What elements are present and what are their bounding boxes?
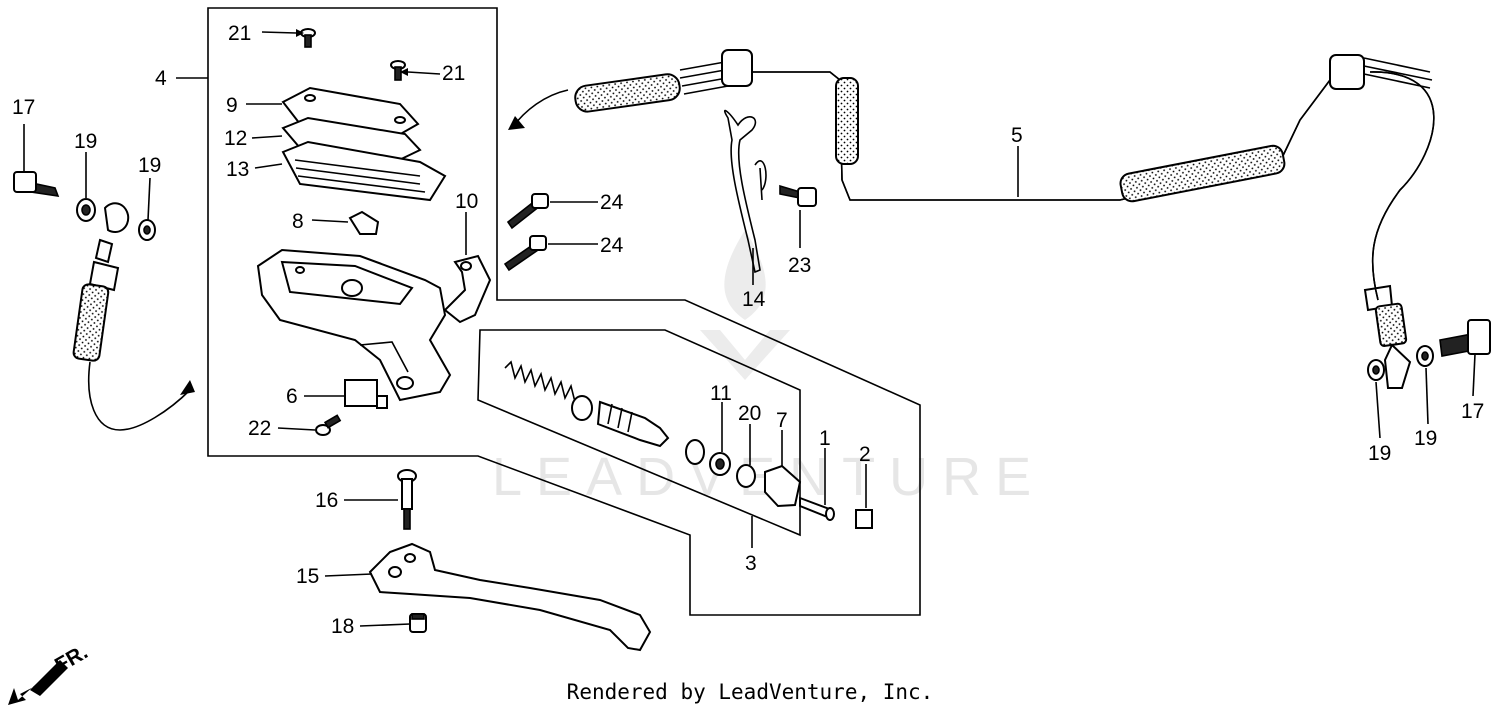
bolt-24-lower: [503, 235, 547, 272]
screw-21-right: [390, 60, 406, 81]
left-hose-end: [13, 171, 195, 431]
washer-bush: [685, 439, 705, 465]
callout-1: 1: [819, 427, 831, 450]
callout-21b: 21: [442, 62, 465, 85]
piston: [596, 400, 670, 448]
callout-21a: 21: [228, 22, 251, 45]
front-direction-arrow-icon: [8, 660, 68, 705]
callout-22: 22: [248, 417, 271, 440]
callout-2: 2: [859, 443, 871, 466]
assembly-4-outline: [207, 7, 921, 616]
callout-15: 15: [296, 565, 319, 588]
callout-3: 3: [745, 552, 757, 575]
callout-12: 12: [224, 127, 247, 150]
cup: [571, 395, 593, 421]
callout-17b: 17: [1461, 400, 1484, 423]
master-cylinder-body: [256, 248, 452, 402]
callout-6: 6: [286, 385, 298, 408]
callout-19d: 19: [1368, 442, 1391, 465]
spring: [504, 360, 576, 403]
callout-9: 9: [226, 94, 238, 117]
reservoir-cap: [281, 86, 420, 142]
callout-16: 16: [315, 489, 338, 512]
callout-24a: 24: [600, 191, 624, 214]
watermark: LEADVENTURE: [492, 447, 1045, 507]
bolt-24-upper: [506, 193, 549, 230]
callout-23: 23: [788, 254, 811, 277]
callout-5: 5: [1011, 124, 1023, 147]
callout-17a: 17: [12, 96, 35, 119]
leader-lines: [23, 29, 1476, 627]
callout-4: 4: [155, 67, 167, 90]
callout-11: 11: [710, 382, 732, 405]
plate-8: [348, 210, 380, 235]
switch-6: [344, 379, 388, 409]
bolt-23: [779, 184, 817, 207]
nut-2: [855, 509, 873, 529]
pivot-bolt-16: [397, 469, 417, 530]
clutch-hose-5: [508, 49, 1435, 301]
screw-21-top: [300, 28, 316, 48]
callout-8: 8: [292, 210, 304, 233]
callout-19a: 19: [74, 130, 97, 153]
credit-text: Rendered by LeadVenture, Inc.: [566, 680, 934, 704]
circlip-20: [736, 464, 756, 488]
clip-14: [724, 109, 767, 274]
screw-22: [315, 414, 342, 436]
callout-10: 10: [455, 190, 478, 213]
right-hose-end: [1363, 284, 1491, 389]
callout-19c: 19: [1414, 427, 1437, 450]
pushrod-1: [799, 496, 835, 521]
callout-14: 14: [742, 288, 766, 311]
clutch-lever-15: [368, 542, 652, 652]
diaphragm: [281, 140, 447, 202]
nut-18: [409, 613, 427, 633]
assembly-3-outline: [477, 329, 801, 537]
callout-18: 18: [331, 615, 354, 638]
callout-7: 7: [776, 409, 788, 432]
callout-24b: 24: [600, 234, 624, 257]
watermark-logo-icon: [700, 230, 790, 380]
callout-20: 20: [738, 402, 761, 425]
callout-19b: 19: [138, 154, 161, 177]
washer-11: [709, 452, 731, 476]
callout-labels: 21 21 4 9 12 13 8 10 6 22 24 24 14 23 5 …: [12, 22, 1484, 638]
holder-10: [443, 254, 492, 324]
callout-13: 13: [226, 158, 249, 181]
